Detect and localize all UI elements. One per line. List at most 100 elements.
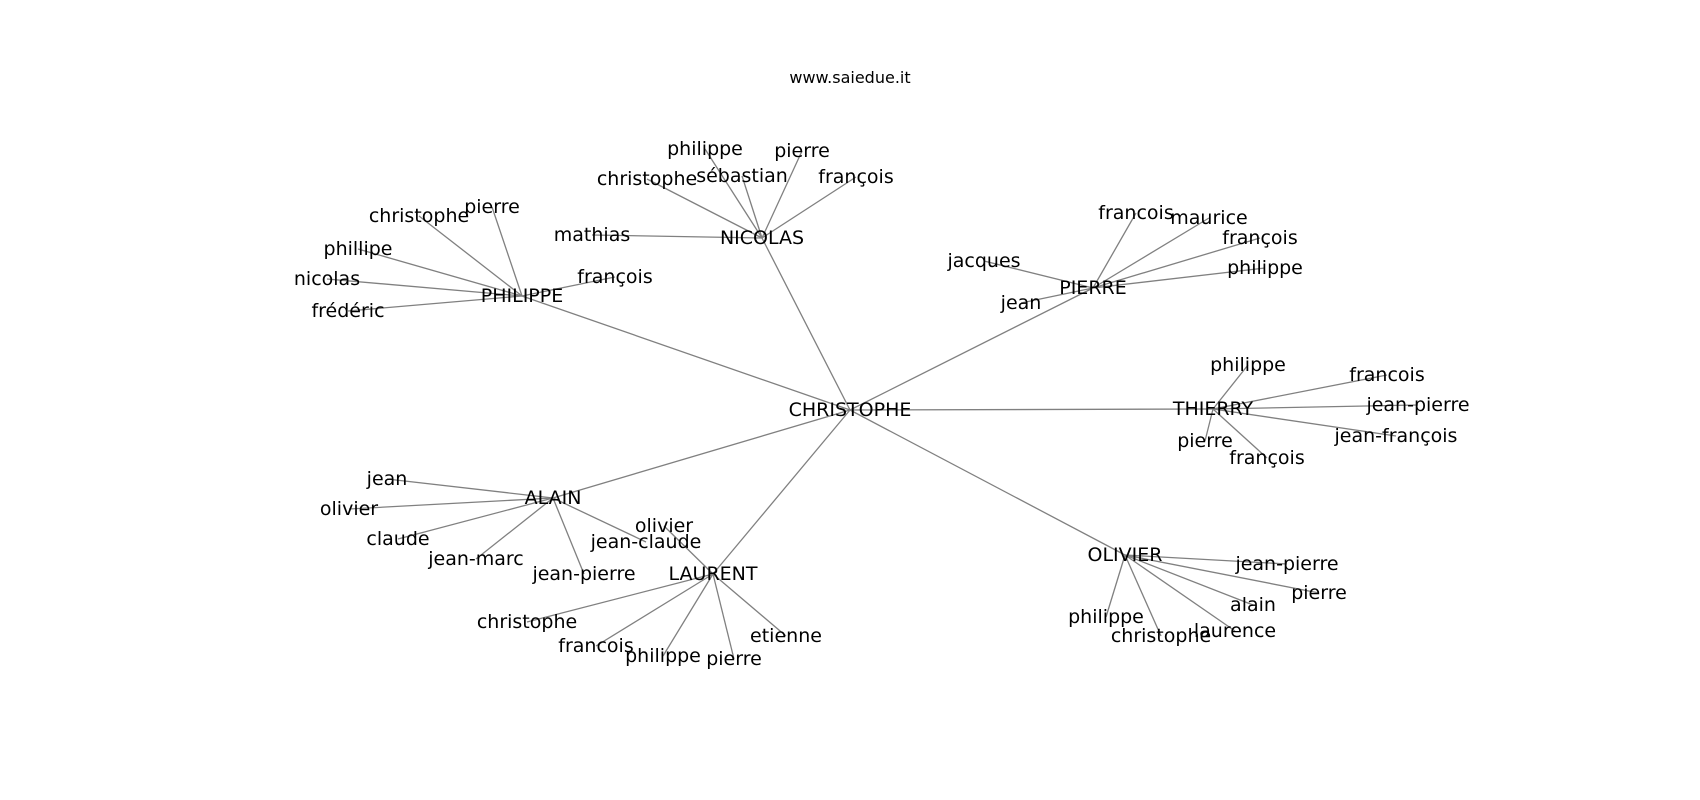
leaf-node-thierry-philippe: philippe xyxy=(1210,354,1286,376)
leaf-node-laurent-pierre: pierre xyxy=(706,648,762,670)
edge-laurent-philippe xyxy=(662,573,714,657)
edge-center-pierre xyxy=(849,287,1094,411)
edge-alain-jean-marc xyxy=(475,497,554,560)
leaf-node-olivier-pierre: pierre xyxy=(1291,582,1347,604)
leaf-node-philippe-fran-ois: françois xyxy=(577,266,652,288)
edge-olivier-jean-pierre xyxy=(1124,554,1288,565)
leaf-node-laurent-francois: francois xyxy=(558,635,633,657)
edge-thierry-fran-ois xyxy=(1212,408,1268,459)
leaf-node-olivier-laurence: laurence xyxy=(1194,620,1276,642)
edge-pierre-maurice xyxy=(1092,217,1210,289)
leaf-node-thierry-jean-fran-ois: jean-françois xyxy=(1334,425,1458,447)
center-node-label: CHRISTOPHE xyxy=(789,399,912,421)
hub-node-pierre: PIERRE xyxy=(1059,277,1126,299)
leaf-node-laurent-christophe: christophe xyxy=(477,611,577,633)
leaf-node-laurent-etienne: etienne xyxy=(750,625,822,647)
edge-olivier-pierre xyxy=(1124,554,1320,594)
edge-alain-jean xyxy=(386,478,554,499)
leaf-node-nicolas-fran-ois: françois xyxy=(818,166,893,188)
edge-nicolas-mathias xyxy=(591,234,763,239)
leaf-node-olivier-philippe: philippe xyxy=(1068,606,1144,628)
edge-laurent-christophe xyxy=(526,573,714,623)
leaf-node-pierre-jean: jean xyxy=(1000,292,1042,314)
edge-philippe-christophe xyxy=(418,215,523,297)
hub-node-thierry: THIERRY xyxy=(1172,398,1254,420)
leaf-node-laurent-philippe: philippe xyxy=(625,645,701,667)
leaf-node-philippe-christophe: christophe xyxy=(369,205,469,227)
edge-laurent-etienne xyxy=(712,573,787,637)
leaf-node-laurent-olivier: olivier xyxy=(635,515,693,537)
leaf-node-olivier-jean-pierre: jean-pierre xyxy=(1234,553,1338,575)
leaf-node-philippe-pierre: pierre xyxy=(464,196,520,218)
edge-thierry-jean-pierre xyxy=(1212,404,1419,410)
edge-pierre-fran-ois xyxy=(1092,237,1261,289)
hub-node-nicolas: NICOLAS xyxy=(720,227,804,249)
hub-node-laurent: LAURENT xyxy=(669,563,758,585)
edge-center-olivier xyxy=(849,409,1126,556)
edge-alain-jean-pierre xyxy=(552,497,585,575)
leaf-node-nicolas-pierre: pierre xyxy=(774,140,830,162)
leaf-node-alain-claude: claude xyxy=(366,528,429,550)
leaf-node-alain-jean-marc: jean-marc xyxy=(427,548,524,570)
leaf-node-thierry-jean-pierre: jean-pierre xyxy=(1365,394,1469,416)
edge-alain-olivier xyxy=(348,497,554,510)
edges-layer xyxy=(326,148,1419,660)
edge-alain-jean-claude xyxy=(552,497,647,543)
edge-philippe-phillipe xyxy=(357,248,523,297)
edge-laurent-pierre xyxy=(712,573,735,660)
leaf-node-alain-jean: jean xyxy=(366,468,408,490)
leaf-node-alain-olivier: olivier xyxy=(320,498,378,520)
leaf-node-olivier-christophe: christophe xyxy=(1111,625,1211,647)
leaf-node-philippe-phillipe: phillipe xyxy=(324,238,393,260)
edge-nicolas-s-bastian xyxy=(741,175,763,239)
hub-node-philippe: PHILIPPE xyxy=(481,285,563,307)
leaf-node-thierry-francois: francois xyxy=(1349,364,1424,386)
edge-olivier-alain xyxy=(1124,554,1254,606)
edge-thierry-philippe xyxy=(1212,364,1249,410)
leaf-node-alain-jean-pierre: jean-pierre xyxy=(531,563,635,585)
leaf-node-olivier-alain: alain xyxy=(1230,594,1276,616)
edge-center-philippe xyxy=(521,295,851,411)
leaf-node-nicolas-mathias: mathias xyxy=(554,224,630,246)
edge-center-laurent xyxy=(712,409,851,575)
edge-pierre-francois xyxy=(1092,212,1137,289)
edge-philippe-pierre xyxy=(491,206,523,297)
leaf-node-nicolas-christophe: christophe xyxy=(597,168,697,190)
edge-philippe-nicolas xyxy=(326,278,523,297)
leaf-node-pierre-fran-ois: françois xyxy=(1222,227,1297,249)
leaf-node-alain-jean-claude: jean-claude xyxy=(590,531,702,553)
edge-pierre-jean xyxy=(1020,287,1094,304)
edge-laurent-francois xyxy=(595,573,714,647)
edge-thierry-francois xyxy=(1212,374,1388,410)
leaf-node-thierry-fran-ois: françois xyxy=(1229,447,1304,469)
hub-node-olivier: OLIVIER xyxy=(1088,544,1163,566)
leaf-node-pierre-jacques: jacques xyxy=(946,250,1020,272)
edge-philippe-fran-ois xyxy=(521,276,616,297)
edge-olivier-philippe xyxy=(1105,554,1126,618)
edge-alain-claude xyxy=(397,497,554,540)
edge-pierre-jacques xyxy=(983,260,1094,289)
edge-nicolas-fran-ois xyxy=(761,176,857,239)
leaf-node-pierre-maurice: maurice xyxy=(1170,207,1247,229)
edge-pierre-philippe xyxy=(1092,267,1266,289)
edge-thierry-jean-fran-ois xyxy=(1212,408,1397,437)
edge-center-nicolas xyxy=(761,237,851,411)
edge-olivier-laurence xyxy=(1124,554,1236,632)
edge-olivier-christophe xyxy=(1124,554,1162,637)
edge-laurent-olivier xyxy=(663,525,714,575)
leaf-node-pierre-francois: francois xyxy=(1098,202,1173,224)
edge-nicolas-pierre xyxy=(761,150,803,239)
leaf-node-nicolas-s-bastian: sébastian xyxy=(696,165,788,187)
edge-nicolas-philippe xyxy=(704,148,763,239)
edge-center-alain xyxy=(552,409,851,499)
leaf-node-philippe-fr-d-ric: frédéric xyxy=(311,300,384,322)
leaf-node-philippe-nicolas: nicolas xyxy=(294,268,360,290)
edge-thierry-pierre xyxy=(1204,408,1214,442)
leaf-node-nicolas-philippe: philippe xyxy=(667,138,743,160)
edge-nicolas-christophe xyxy=(646,178,763,239)
leaf-node-thierry-pierre: pierre xyxy=(1177,430,1233,452)
edge-center-thierry xyxy=(849,408,1214,411)
edge-philippe-fr-d-ric xyxy=(347,295,523,312)
